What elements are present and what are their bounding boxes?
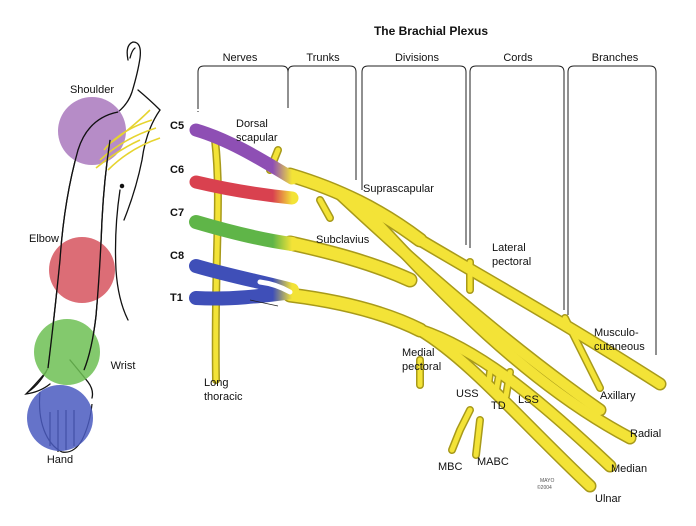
label-leaders (249, 299, 279, 307)
ulnar-label: Ulnar (595, 493, 622, 505)
shoulder-label: Shoulder (70, 84, 114, 96)
long-thoracic-label-line1: Long (204, 377, 228, 389)
radial-label: Radial (630, 428, 661, 440)
divisions-bracket (361, 65, 467, 245)
cords-bracket (469, 65, 565, 310)
median-nerve (415, 325, 615, 471)
medial-pectoral-label-line2: pectoral (402, 361, 441, 373)
header-divisions: Divisions (395, 52, 440, 64)
branches-bracket (567, 65, 657, 355)
header-cords: Cords (503, 52, 533, 64)
lateral-pectoral-label-line1: Lateral (492, 242, 526, 254)
t1-label: T1 (170, 292, 183, 304)
c8-label: C8 (170, 250, 184, 262)
uss-nerve (485, 369, 493, 391)
root-loop-gap (257, 279, 293, 295)
hand-label: Hand (47, 454, 73, 466)
section-brackets (197, 65, 657, 355)
c7-root (189, 215, 299, 251)
mabc-nerve (473, 417, 483, 458)
trunks-bracket (287, 65, 357, 180)
radial-nerve (355, 200, 635, 443)
musculocutaneous-nerve (415, 235, 665, 389)
dorsal-scapular-label-line2: scapular (236, 132, 278, 144)
shoulder-region-circle (58, 97, 126, 165)
wrist-label: Wrist (111, 360, 136, 372)
header-branches: Branches (592, 52, 639, 64)
watermark-line1: MAYO (540, 478, 554, 484)
hand-region-circle (27, 385, 93, 451)
long-thoracic-label-line2: thoracic (204, 391, 243, 403)
wrist-region-circle (34, 319, 100, 385)
nerves-bracket (197, 65, 289, 108)
nerve-roots (189, 123, 299, 306)
axillary-label: Axillary (600, 390, 636, 402)
lss-label: LSS (518, 394, 539, 406)
nerve-trunks (212, 137, 665, 491)
c6-root (189, 175, 299, 205)
uss-label: USS (456, 388, 479, 400)
watermark-line2: ©2004 (537, 484, 552, 491)
td-nerve (493, 367, 503, 395)
median-label: Median (611, 463, 647, 475)
header-trunks: Trunks (306, 52, 340, 64)
c5-label: C5 (170, 120, 184, 132)
dorsal-scapular-label-line1: Dorsal (236, 118, 268, 130)
elbow-label: Elbow (29, 233, 59, 245)
lss-nerve (503, 369, 513, 399)
musculocutaneous-label-line2: cutaneous (594, 341, 645, 353)
suprascapular-label: Suprascapular (363, 183, 434, 195)
subclavius-label: Subclavius (316, 234, 370, 246)
lateral-pectoral-label-line2: pectoral (492, 256, 531, 268)
long-thoracic-nerve (212, 137, 221, 383)
ulnar-nerve (415, 325, 595, 491)
t1-root (189, 285, 299, 306)
mbc-label: MBC (438, 461, 463, 473)
header-nerves: Nerves (223, 52, 258, 64)
c5-root (189, 123, 299, 185)
musculocutaneous-label-line1: Musculo- (594, 327, 639, 339)
diagram-title: The Brachial Plexus (374, 24, 488, 38)
medial-pectoral-label-line1: Medial (402, 347, 434, 359)
mbc-nerve (449, 407, 473, 453)
mabc-label: MABC (477, 456, 509, 468)
td-label: TD (491, 400, 506, 412)
c6-label: C6 (170, 164, 184, 176)
c7-label: C7 (170, 207, 184, 219)
suprascapular-nerve (317, 197, 333, 221)
bracket-dotted-lines (197, 75, 657, 355)
shoulder-nerve-strands (95, 109, 161, 171)
